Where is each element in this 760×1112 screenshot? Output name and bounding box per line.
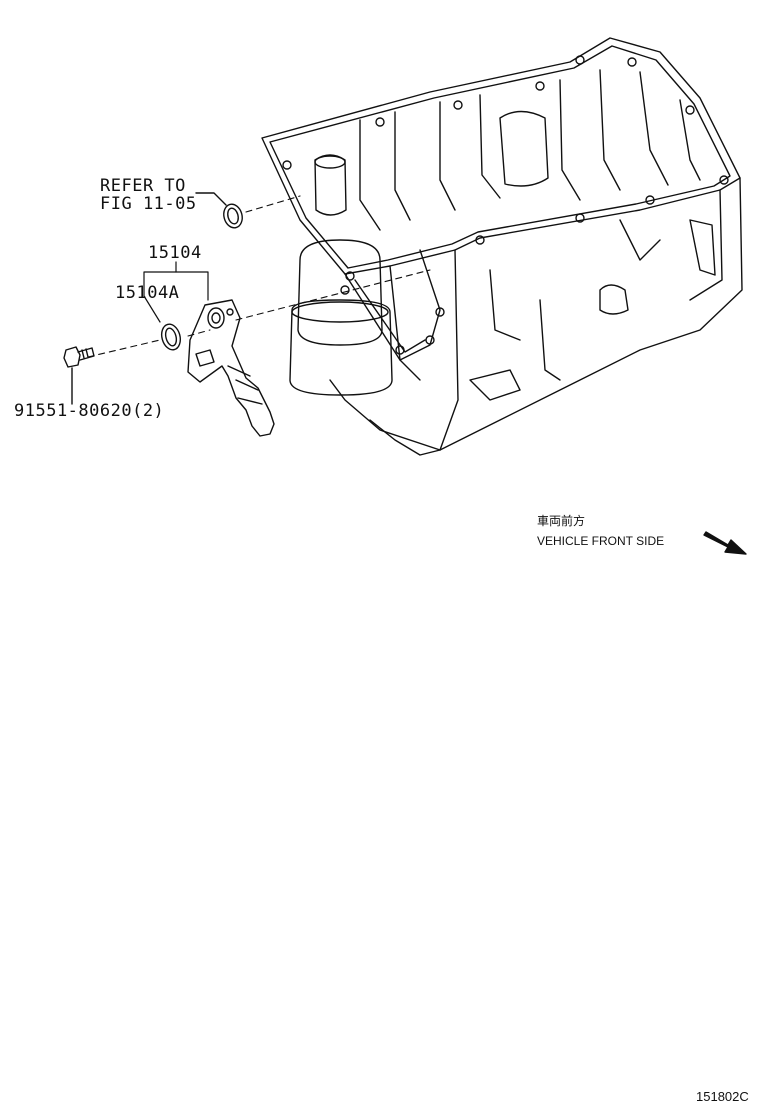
o-ring-refer	[195, 192, 243, 229]
refer-label-line1: REFER TO	[100, 176, 186, 196]
refer-label-line2: FIG 11-05	[100, 194, 197, 214]
part-number-bolt: 91551-80620(2)	[14, 401, 165, 421]
oil-gauge-guide-part	[187, 299, 275, 437]
callout-bracket	[143, 261, 209, 323]
o-ring-15104a	[160, 323, 182, 351]
part-number-15104a: 15104A	[115, 283, 180, 303]
alignment-dashed-lines	[87, 195, 431, 358]
front-arrow-icon	[703, 531, 747, 555]
engine-oil-pan-illustration	[261, 37, 743, 456]
part-number-15104: 15104	[148, 243, 202, 263]
figure-id: 151802C	[696, 1089, 749, 1104]
vehicle-front-jp-label: 車両前方	[537, 514, 586, 528]
bolt-part	[63, 346, 95, 405]
vehicle-front-en-label: VEHICLE FRONT SIDE	[537, 534, 665, 548]
